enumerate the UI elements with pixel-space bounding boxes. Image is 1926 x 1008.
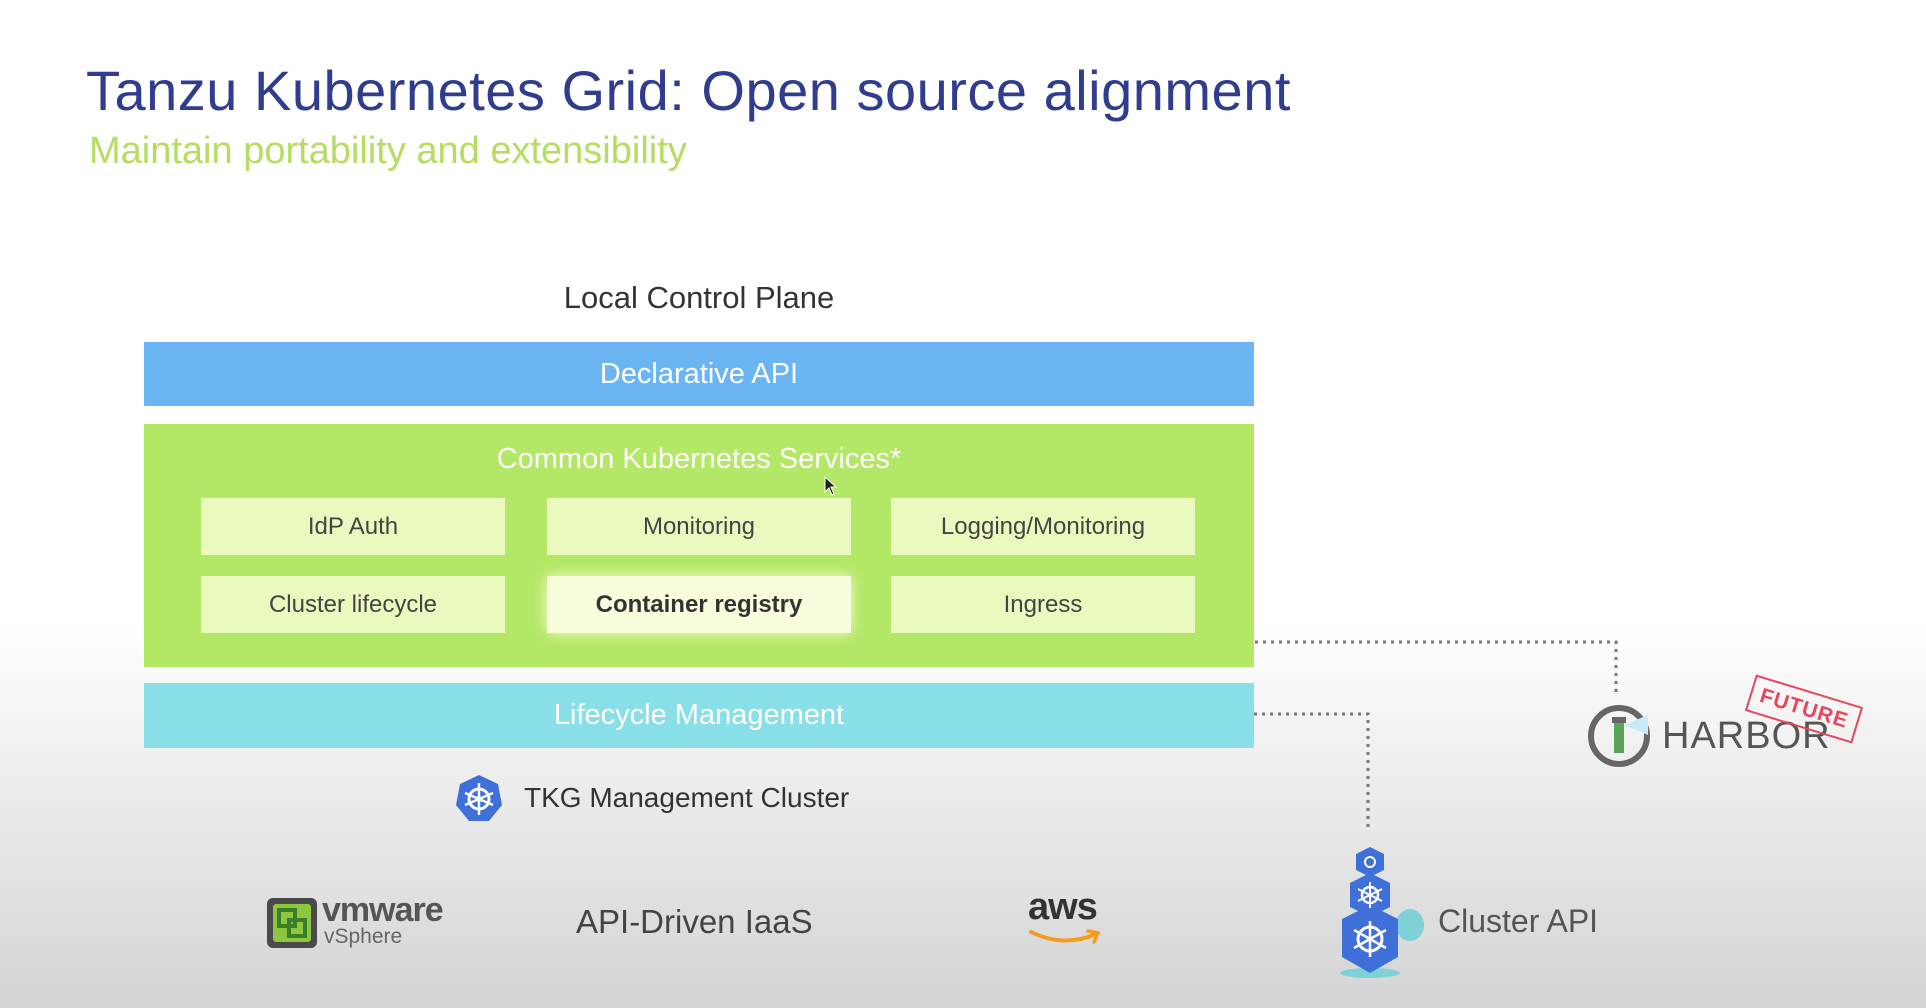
service-monitoring: Monitoring	[547, 498, 851, 555]
common-services-title: Common Kubernetes Services*	[496, 442, 902, 475]
aws-smile-icon	[1029, 929, 1101, 944]
aws-logo-text: aws	[1028, 886, 1098, 928]
vsphere-icon	[267, 898, 317, 948]
vsphere-product-text: vSphere	[324, 925, 403, 948]
cluster-api-turtle-icon	[1340, 847, 1424, 978]
api-driven-iaas-label: API-Driven IaaS	[576, 903, 813, 940]
kubernetes-helm-icon	[456, 775, 502, 821]
tkg-management-cluster-label: TKG Management Cluster	[524, 782, 850, 813]
service-container-registry: Container registry	[547, 576, 851, 633]
slide-title: Tanzu Kubernetes Grid: Open source align…	[86, 59, 1291, 122]
local-control-plane-label: Local Control Plane	[563, 280, 835, 315]
vmware-brand-text: vmware	[322, 891, 444, 929]
vmware-vsphere-logo: vmware vSphere	[266, 891, 466, 955]
aws-logo: aws	[1026, 886, 1106, 952]
service-logging-monitoring: Logging/Monitoring	[891, 498, 1195, 555]
lifecycle-management-band: Lifecycle Management	[144, 683, 1254, 748]
service-cluster-lifecycle: Cluster lifecycle	[201, 576, 505, 633]
harbor-label: HARBOR	[1662, 715, 1831, 757]
harbor-lighthouse-icon	[1588, 705, 1650, 767]
service-ingress: Ingress	[891, 576, 1195, 633]
cluster-api-label: Cluster API	[1438, 903, 1599, 939]
mouse-cursor-icon	[824, 475, 838, 496]
declarative-api-band: Declarative API	[144, 342, 1254, 406]
service-idp-auth: IdP Auth	[201, 498, 505, 555]
lifecycle-to-cluster-api-connector	[1254, 712, 1370, 832]
tkg-management-cluster: TKG Management Cluster	[454, 770, 849, 826]
common-services-panel: Common Kubernetes Services* IdP Auth Mon…	[144, 424, 1254, 667]
slide-subtitle: Maintain portability and extensibility	[89, 130, 687, 172]
